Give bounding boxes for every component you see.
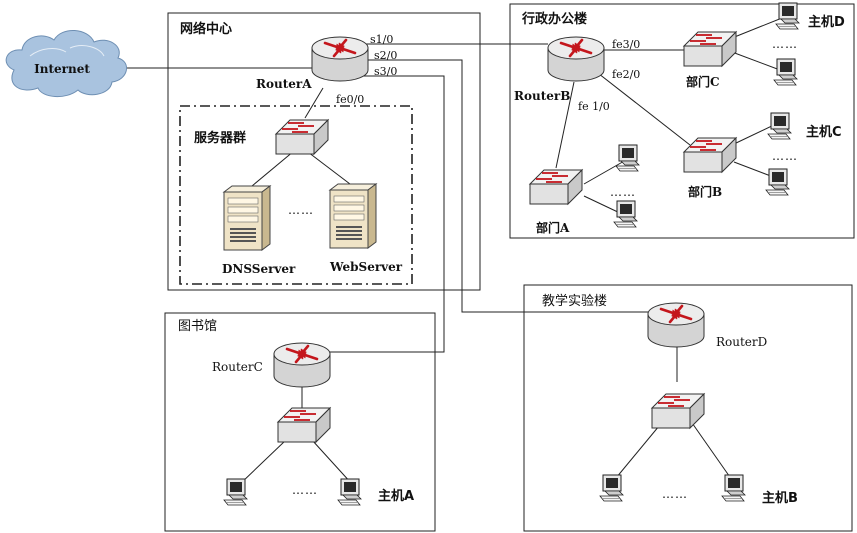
link-depta-host1 [583,159,627,185]
port-a-s3: s3/0 [374,65,397,78]
dept-c-label: 部门C [686,74,720,89]
dns-server-icon [223,185,271,251]
link-deptc-hostd [731,17,783,39]
zone-admin-building-title: 行政办公楼 [521,11,587,27]
link-routera-routerd-s2 [340,59,648,313]
dept-a-ellipsis: …… [610,185,636,199]
link-teachsw-host1 [615,419,665,479]
host-c-label: 主机C [806,124,842,140]
link-deptb-hostc [733,123,777,145]
routerd-icon [646,301,706,349]
link-deptc-host2 [731,51,781,71]
routerc-label: RouterC [212,360,263,374]
dept-b-switch-icon [683,137,737,173]
link-routera-routerc-s3 [324,75,445,353]
port-b-fe3: fe3/0 [612,38,640,51]
server-ellipsis: …… [288,203,314,217]
host-b-icon [721,474,746,502]
zone-admin-building-box [509,3,855,239]
routera-icon [310,35,370,83]
server-farm-switch-icon [275,119,329,155]
dns-server-label: DNSServer [222,262,296,276]
host-b-label: 主机B [762,490,798,506]
routerd-label: RouterD [716,335,767,349]
host-a-label: 主机A [378,488,414,504]
link-routerb-deptb [593,69,691,146]
zone-network-center-title: 网络中心 [180,21,232,37]
port-a-fe0: fe0/0 [336,93,364,106]
teaching-switch-icon [651,393,705,429]
port-a-s2: s2/0 [374,49,397,62]
teaching-host1-icon [599,474,624,502]
dept-a-host2-icon [613,200,638,228]
routerb-label: RouterB [514,89,570,103]
library-host1-icon [223,478,248,506]
link-routera-serverfarm-fe0 [304,87,324,119]
routera-label: RouterA [256,77,312,91]
routerb-icon [546,35,606,83]
host-a-icon [337,478,362,506]
zone-server-farm-title: 服务器群 [194,130,246,146]
library-switch-icon [277,407,331,443]
link-teachsw-hostb [689,419,733,481]
zone-teaching-building-box [523,284,853,532]
dept-b-ellipsis: …… [772,149,798,163]
link-routerb-depta [555,81,575,169]
port-a-s1: s1/0 [370,33,393,46]
link-depta-host2 [583,195,623,215]
port-b-fe2: fe2/0 [612,68,640,81]
host-d-icon [775,2,800,30]
link-libsw-hosta [311,439,353,485]
web-server-icon [329,183,377,249]
dept-a-host1-icon [615,144,640,172]
port-b-fe1: fe 1/0 [578,100,610,113]
dept-a-label: 部门A [536,220,570,235]
zone-library-box [164,312,436,532]
dept-b-host-icon [765,168,790,196]
zone-library-title: 图书馆 [178,319,217,334]
dept-a-switch-icon [529,169,583,205]
internet-cloud: Internet [5,30,127,97]
teaching-ellipsis: …… [662,487,688,501]
dept-b-label: 部门B [688,184,722,199]
web-server-label: WebServer [329,260,403,274]
routerc-icon [272,341,332,389]
zone-server-farm-box [179,105,413,285]
zone-teaching-building-title: 教学实验楼 [542,293,607,309]
link-libsw-host1 [239,439,287,485]
dept-c-switch-icon [683,31,737,67]
host-d-label: 主机D [808,14,845,30]
host-c-icon [767,112,792,140]
library-ellipsis: …… [292,483,318,497]
dept-c-host-icon [773,58,798,86]
internet-label: Internet [34,62,90,76]
dept-c-ellipsis: …… [772,37,798,51]
